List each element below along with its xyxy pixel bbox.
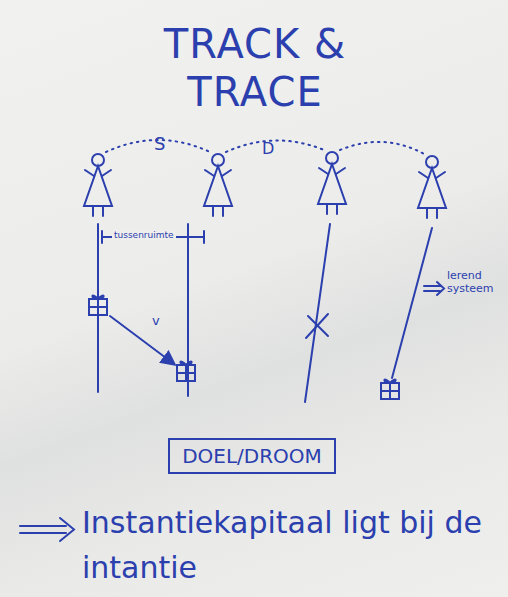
symbol-letter: S xyxy=(154,134,165,155)
symbol-letter: D xyxy=(262,140,274,158)
cross-mark xyxy=(306,314,328,338)
side-note: lerend systeem xyxy=(447,270,503,295)
stick-figures xyxy=(84,152,446,218)
handover-arrow xyxy=(110,316,174,364)
title: TRACK & TRACE xyxy=(145,20,365,116)
time-lines xyxy=(20,224,444,541)
gift-icons xyxy=(89,296,399,399)
spacing-label: tussenruimte xyxy=(112,230,176,240)
double-arrow xyxy=(20,518,74,541)
goal-box: DOEL/DROOM xyxy=(168,438,336,474)
arrow-label: v xyxy=(152,314,160,329)
spacing-bracket xyxy=(102,231,204,243)
box-text: DOEL/DROOM xyxy=(182,444,322,468)
double-arrow xyxy=(424,282,444,295)
conclusion-note: Instantiekapitaal ligt bij de intantie xyxy=(82,500,502,590)
